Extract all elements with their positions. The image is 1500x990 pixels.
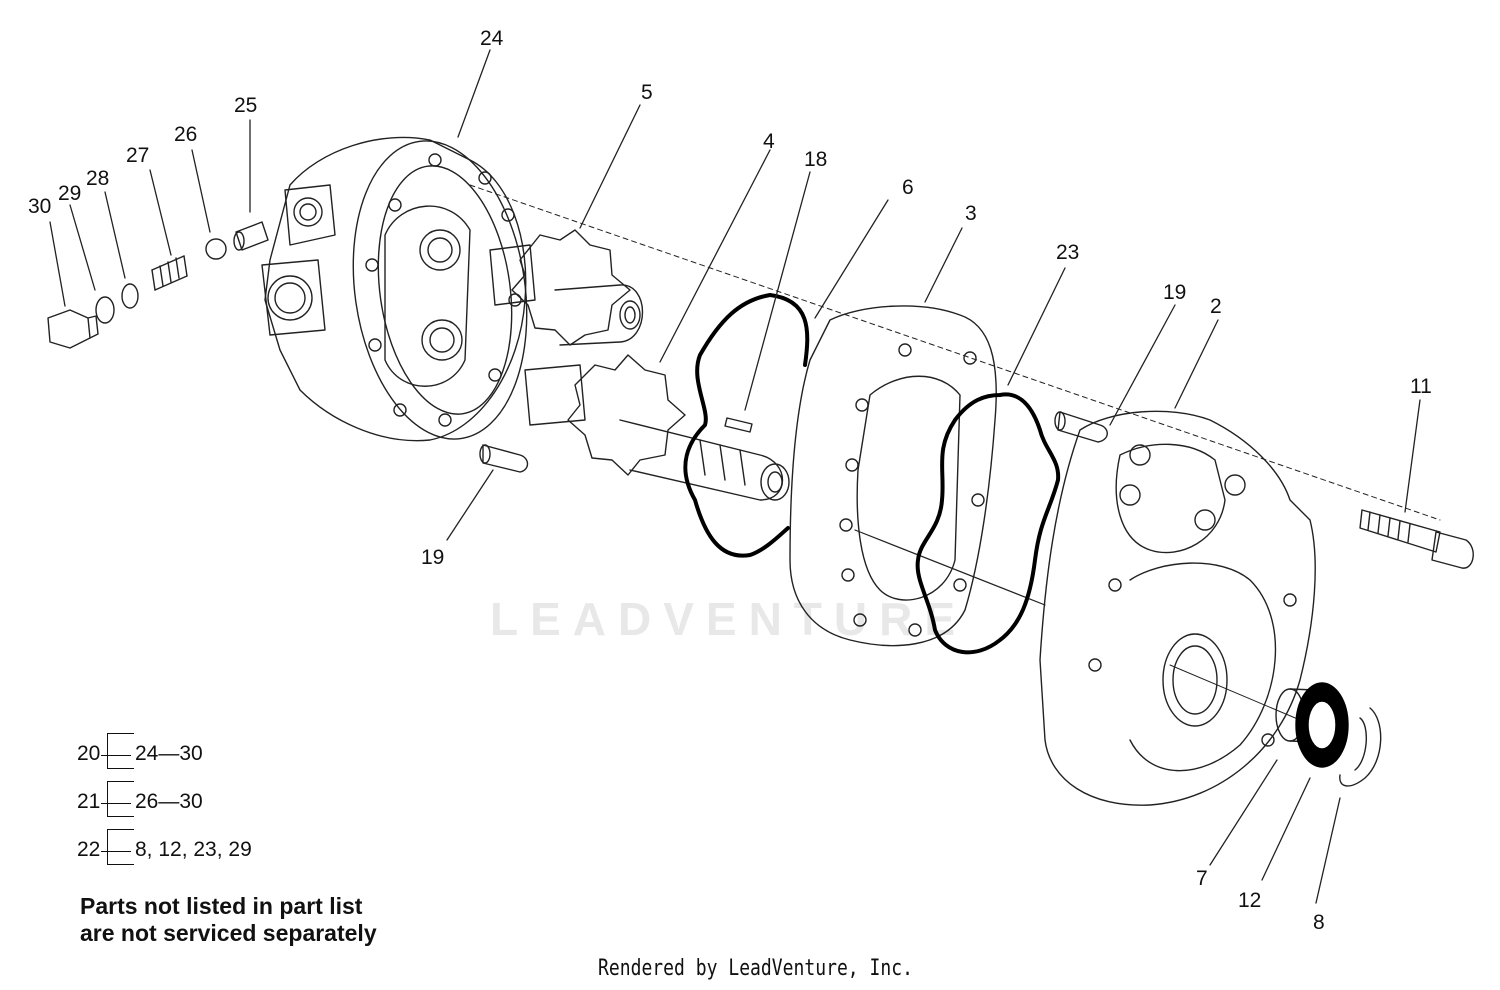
callout-30: 30 [28,195,52,218]
seal-ring-23 [915,392,1061,655]
callout-2: 2 [1210,295,1222,318]
callout-24: 24 [480,27,504,50]
kit-bracket-stem [101,755,131,756]
service-note: Parts not listed in part list are not se… [80,893,377,946]
poppet-25 [233,221,269,251]
kit-id: 21 [77,790,101,813]
kit-bracket-stem [101,803,131,804]
callout-12: 12 [1238,889,1262,912]
footer-credit: Rendered by LeadVenture, Inc. [598,956,913,981]
dowel-pin-lower [479,444,529,473]
gear-lower-shaft [524,354,790,501]
callout-3: 3 [965,202,977,225]
gear-upper [489,229,644,346]
kit-contents: 24—30 [135,742,203,765]
kit-id: 22 [77,838,101,861]
valve-plug-30 [47,309,99,349]
callout-6: 6 [902,176,914,199]
kit-bracket [107,829,134,865]
key [724,417,753,433]
gear-housing-plate [789,305,1046,647]
front-housing-cover [1039,410,1316,806]
callout-11: 11 [1410,375,1432,398]
o-ring-29 [95,296,115,324]
callout-19-lower: 19 [421,546,445,569]
callout-23: 23 [1056,241,1080,264]
bolt [1359,509,1474,569]
kit-id: 20 [77,742,101,765]
callout-18: 18 [804,148,828,171]
spring-27 [151,255,188,291]
seal-ring-6 [683,293,810,558]
washer-28 [121,283,139,309]
leader-lines [49,49,1421,904]
kit-contents: 8, 12, 23, 29 [135,838,252,861]
callout-5: 5 [641,81,653,104]
callout-29: 29 [58,182,82,205]
watermark: LEADVENTURE [490,593,968,645]
dowel-pin-upper [1054,411,1108,443]
callout-28: 28 [86,167,110,190]
shaft-seal [1295,682,1349,768]
callout-26: 26 [174,123,198,146]
callout-4: 4 [763,130,775,153]
kit-bracket [107,733,134,769]
rear-housing [261,136,528,442]
ball-26 [205,238,227,260]
center-line [469,184,1441,521]
kit-bracket-stem [101,851,131,852]
callout-19-upper: 19 [1163,281,1187,304]
callout-25: 25 [234,94,258,117]
callout-7: 7 [1196,867,1208,890]
kit-bracket [107,781,134,817]
callout-8: 8 [1313,911,1325,934]
kit-contents: 26—30 [135,790,203,813]
retaining-ring [1339,707,1382,787]
callout-27: 27 [126,144,150,167]
